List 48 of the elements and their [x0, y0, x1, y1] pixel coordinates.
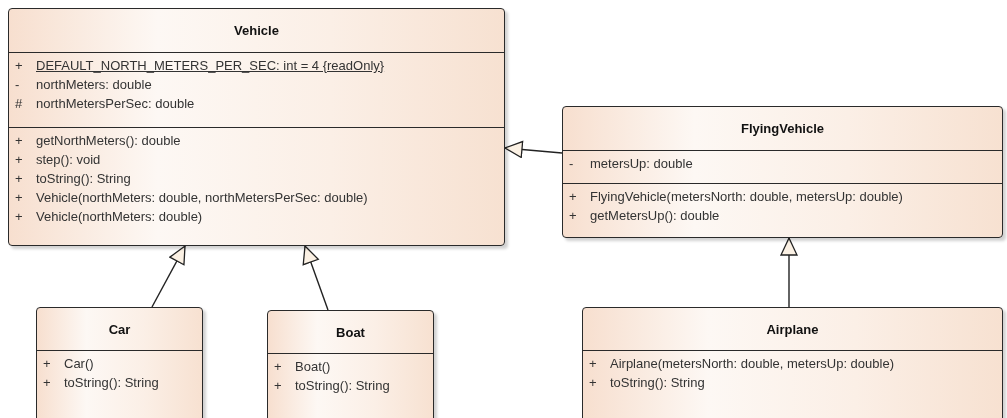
member-signature: toString(): String — [610, 374, 705, 392]
class-name: Vehicle — [234, 23, 279, 38]
visibility-symbol: - — [14, 76, 21, 94]
generalization-arrow — [780, 237, 798, 308]
visibility-symbol: + — [14, 189, 24, 207]
member-signature: northMetersPerSec: double — [36, 95, 195, 113]
member-signature: toString(): String — [64, 374, 159, 392]
class-box — [267, 310, 434, 418]
visibility-symbol: + — [14, 151, 24, 169]
visibility-symbol: + — [42, 374, 52, 392]
class-name: FlyingVehicle — [740, 121, 825, 136]
member-signature: Vehicle(northMeters: double, northMetersPerSec: double) — [36, 189, 368, 207]
class-box — [8, 8, 505, 246]
class-name: Boat — [336, 325, 365, 340]
visibility-symbol: + — [14, 57, 24, 75]
visibility-symbol: + — [588, 374, 598, 392]
member-signature: getMetersUp(): double — [590, 207, 720, 225]
class-box — [582, 307, 1003, 418]
member-signature: toString(): String — [295, 377, 390, 395]
visibility-symbol: + — [273, 377, 283, 395]
member-signature: step(): void — [36, 151, 101, 169]
member-signature: Boat() — [295, 358, 331, 376]
visibility-symbol: - — [568, 155, 575, 173]
visibility-symbol: + — [14, 170, 24, 188]
visibility-symbol: # — [14, 95, 24, 113]
visibility-symbol: + — [588, 355, 598, 373]
member-signature: northMeters: double — [36, 76, 152, 94]
class-name: Car — [108, 322, 131, 337]
class-box — [36, 307, 203, 418]
generalization-arrow — [302, 245, 329, 311]
visibility-symbol: + — [273, 358, 283, 376]
member-signature: FlyingVehicle(metersNorth: double, metersUp: double) — [590, 188, 903, 206]
visibility-symbol: + — [14, 208, 24, 226]
member-signature: getNorthMeters(): double — [36, 132, 181, 150]
member-signature: Vehicle(northMeters: double) — [36, 208, 203, 226]
member-signature: DEFAULT_NORTH_METERS_PER_SEC: int = 4 {readOnly} — [36, 57, 385, 75]
member-signature: toString(): String — [36, 170, 131, 188]
member-signature: Car() — [64, 355, 94, 373]
visibility-symbol: + — [42, 355, 52, 373]
member-signature: metersUp: double — [590, 155, 693, 173]
visibility-symbol: + — [568, 207, 578, 225]
class-box — [562, 106, 1003, 238]
member-signature: Airplane(metersNorth: double, metersUp: double) — [610, 355, 894, 373]
class-name: Airplane — [766, 322, 819, 337]
generalization-arrow — [151, 245, 186, 308]
visibility-symbol: + — [568, 188, 578, 206]
generalization-arrow — [504, 140, 563, 159]
visibility-symbol: + — [14, 132, 24, 150]
